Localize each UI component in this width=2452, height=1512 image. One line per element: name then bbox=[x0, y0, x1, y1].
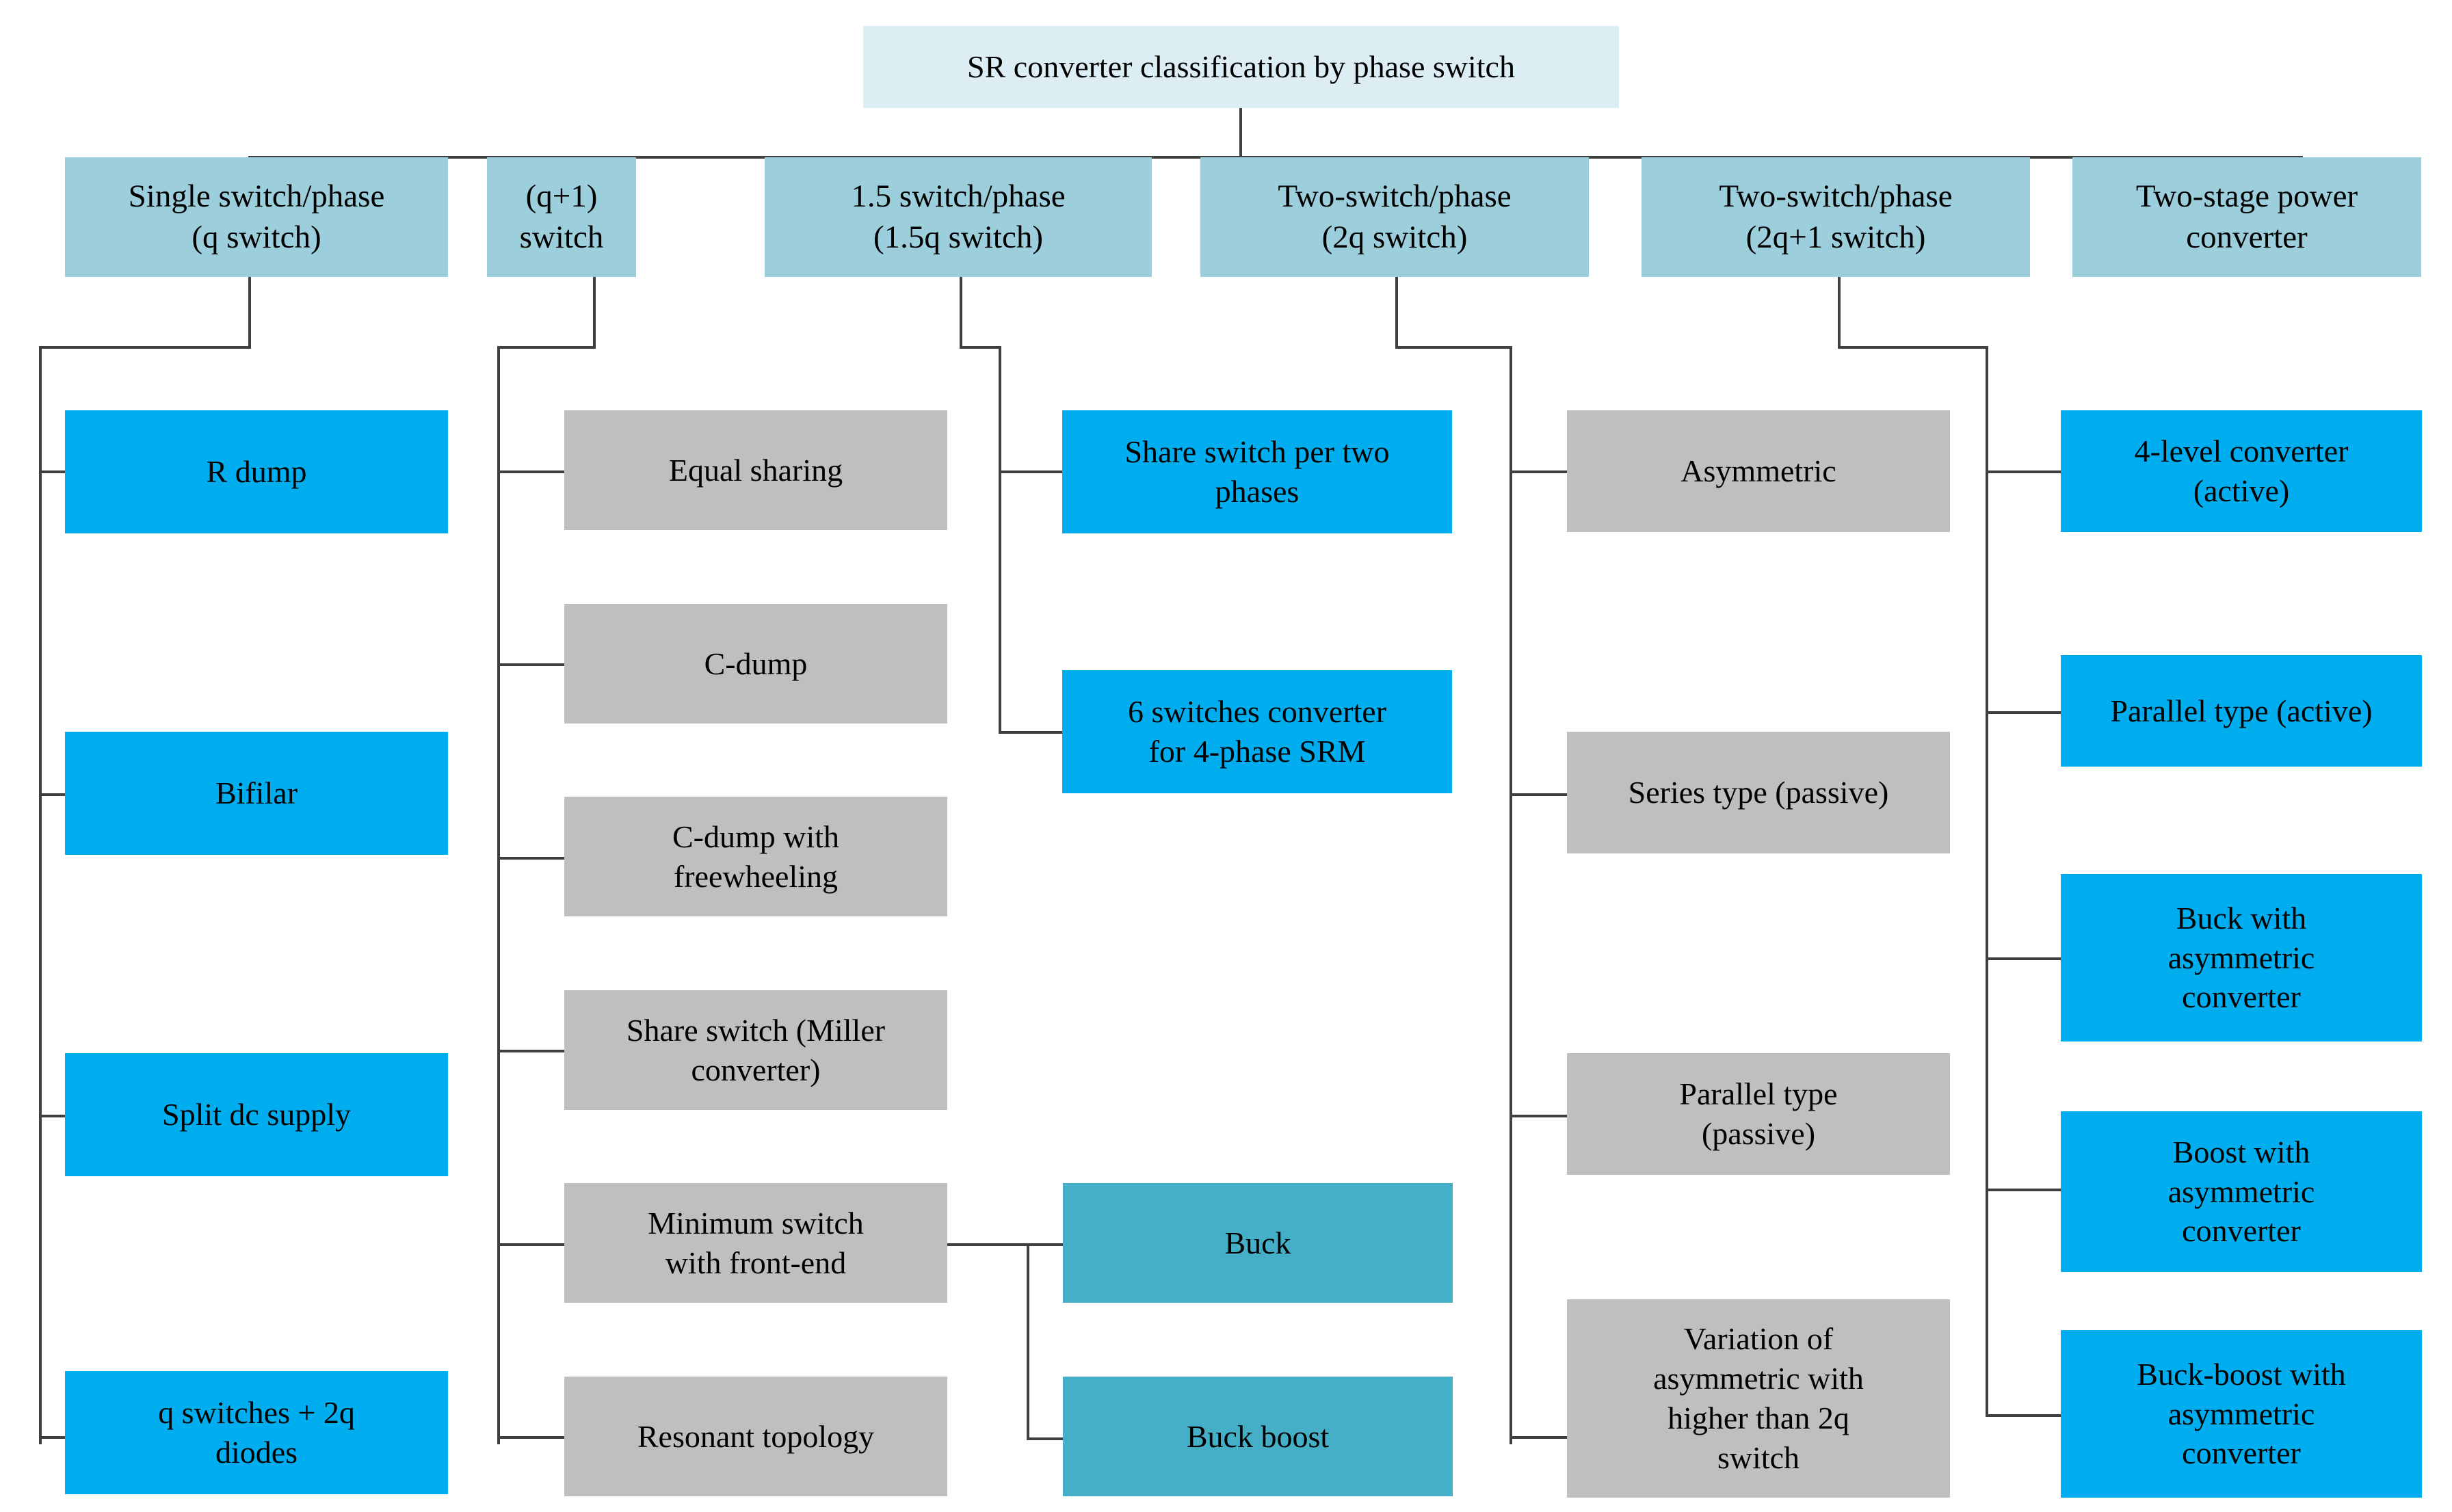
col4-branch-stem bbox=[1395, 277, 1398, 349]
col5-branch-stem bbox=[1838, 277, 1841, 349]
diagram-title-box: SR converter classification by phase swi… bbox=[863, 26, 1619, 108]
node-buck[interactable]: Buck bbox=[1063, 1183, 1453, 1303]
col5-rail bbox=[1986, 346, 1988, 1417]
col1-tick-1 bbox=[39, 470, 66, 473]
col1-branch-stem bbox=[248, 277, 251, 349]
node-parallel-type-active[interactable]: Parallel type (active) bbox=[2061, 655, 2422, 767]
col1-tick-4 bbox=[39, 1436, 66, 1439]
header-box-single-switch-phase[interactable]: Single switch/phase (q switch) bbox=[65, 157, 448, 277]
node-series-type-passive[interactable]: Series type (passive) bbox=[1567, 732, 1950, 853]
col2-tick-2 bbox=[497, 663, 564, 666]
node-minimum-switch-with-front-end[interactable]: Minimum switch with front-end bbox=[564, 1183, 947, 1303]
node-bifilar[interactable]: Bifilar bbox=[65, 732, 448, 855]
col1-rail bbox=[39, 346, 42, 1444]
col2-branch-stem bbox=[593, 277, 596, 349]
col2sub-stem bbox=[947, 1243, 1029, 1246]
col5-branch-elbow bbox=[1838, 346, 1988, 349]
node-share-switch-miller-converter[interactable]: Share switch (Miller converter) bbox=[564, 990, 947, 1110]
col4-rail bbox=[1510, 346, 1512, 1444]
col2-tick-3 bbox=[497, 857, 564, 860]
node-buck-with-asymmetric-converter[interactable]: Buck with asymmetric converter bbox=[2061, 874, 2422, 1042]
col2sub-rail bbox=[1027, 1243, 1029, 1440]
node-c-dump[interactable]: C-dump bbox=[564, 604, 947, 724]
header-box-two-stage-power-converter[interactable]: Two-stage power converter bbox=[2072, 157, 2421, 277]
col2sub-tick-2 bbox=[1027, 1437, 1063, 1440]
node-buck-boost-with-asymmetric-converter[interactable]: Buck-boost with asymmetric converter bbox=[2061, 1330, 2422, 1498]
col3-tick-1 bbox=[999, 470, 1062, 473]
node-parallel-type-passive[interactable]: Parallel type (passive) bbox=[1567, 1053, 1950, 1175]
node-split-dc-supply[interactable]: Split dc supply bbox=[65, 1053, 448, 1176]
col2-tick-6 bbox=[497, 1436, 564, 1439]
node-resonant-topology[interactable]: Resonant topology bbox=[564, 1377, 947, 1496]
node-share-switch-per-two-phases[interactable]: Share switch per two phases bbox=[1062, 410, 1452, 533]
node-c-dump-with-freewheeling[interactable]: C-dump with freewheeling bbox=[564, 797, 947, 916]
col2-rail bbox=[497, 346, 500, 1444]
node-6-switches-converter-4-phase-srm[interactable]: 6 switches converter for 4-phase SRM bbox=[1062, 670, 1452, 793]
col5-tick-1 bbox=[1986, 470, 2061, 473]
col5-tick-3 bbox=[1986, 957, 2061, 960]
col5-tick-2 bbox=[1986, 711, 2061, 714]
col2-tick-5 bbox=[497, 1243, 564, 1246]
col2-tick-1 bbox=[497, 470, 564, 473]
node-variation-of-asymmetric[interactable]: Variation of asymmetric with higher than… bbox=[1567, 1299, 1950, 1498]
col4-tick-2 bbox=[1510, 793, 1567, 796]
node-r-dump[interactable]: R dump bbox=[65, 410, 448, 533]
node-4-level-converter-active[interactable]: 4-level converter (active) bbox=[2061, 410, 2422, 532]
header-box-two-switch-phase-2q-plus-1[interactable]: Two-switch/phase (2q+1 switch) bbox=[1642, 157, 2030, 277]
col5-tick-4 bbox=[1986, 1189, 2061, 1191]
col3-branch-stem bbox=[960, 277, 962, 349]
col3-branch-elbow bbox=[960, 346, 1001, 349]
col4-tick-3 bbox=[1510, 1115, 1567, 1117]
col4-branch-elbow bbox=[1395, 346, 1512, 349]
col3-tick-2 bbox=[999, 731, 1062, 734]
col2sub-tick-1 bbox=[1027, 1243, 1063, 1246]
col1-tick-2 bbox=[39, 793, 66, 796]
node-asymmetric[interactable]: Asymmetric bbox=[1567, 410, 1950, 532]
node-buck-boost[interactable]: Buck boost bbox=[1063, 1377, 1453, 1496]
node-equal-sharing[interactable]: Equal sharing bbox=[564, 410, 947, 530]
col4-tick-1 bbox=[1510, 470, 1567, 473]
col3-rail bbox=[999, 346, 1001, 734]
col2-branch-elbow bbox=[497, 346, 596, 349]
col2-tick-4 bbox=[497, 1050, 564, 1052]
title-stem-connector bbox=[1239, 108, 1242, 157]
col5-tick-5 bbox=[1986, 1414, 2061, 1417]
header-box-1p5-switch-phase[interactable]: 1.5 switch/phase (1.5q switch) bbox=[765, 157, 1152, 277]
header-box-two-switch-phase-2q[interactable]: Two-switch/phase (2q switch) bbox=[1200, 157, 1589, 277]
col4-tick-4 bbox=[1510, 1436, 1567, 1439]
col1-branch-elbow bbox=[39, 346, 251, 349]
node-boost-with-asymmetric-converter[interactable]: Boost with asymmetric converter bbox=[2061, 1111, 2422, 1272]
node-q-switches-2q-diodes[interactable]: q switches + 2q diodes bbox=[65, 1371, 448, 1494]
header-box-q-plus-1-switch[interactable]: (q+1) switch bbox=[487, 157, 636, 277]
col1-tick-3 bbox=[39, 1115, 66, 1117]
